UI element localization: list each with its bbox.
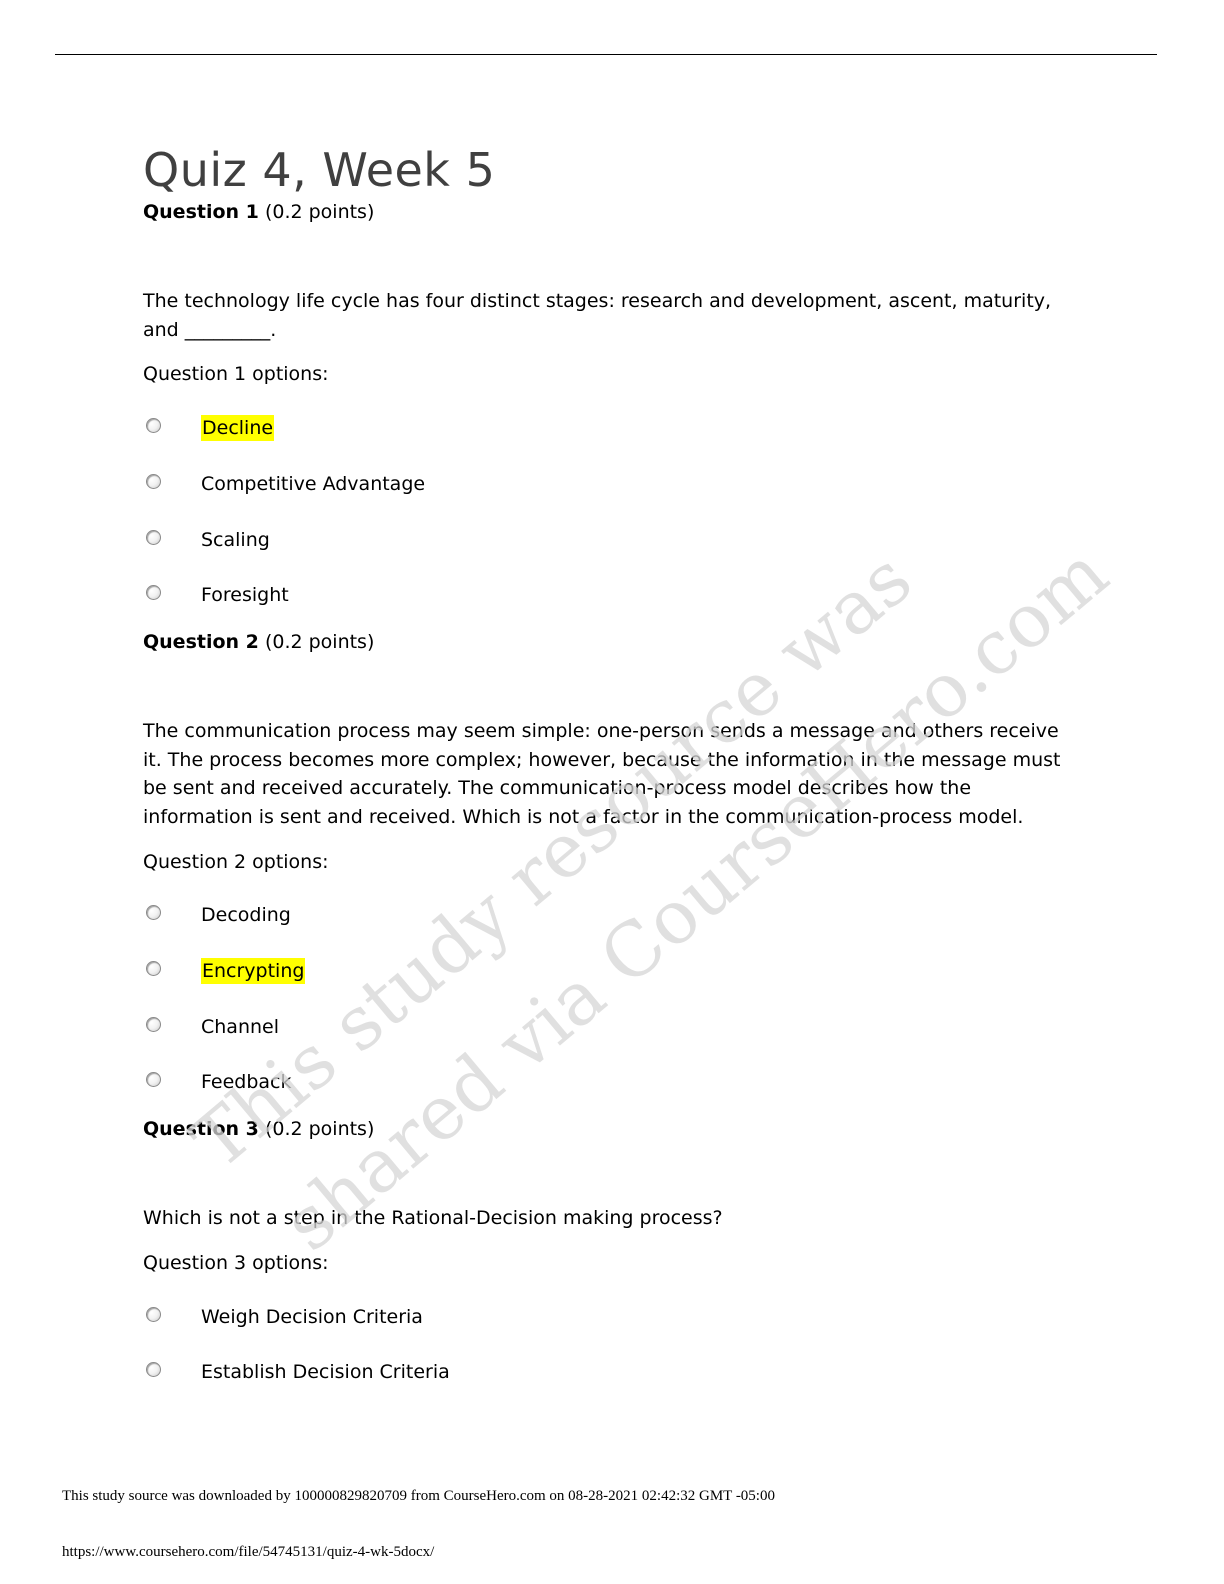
radio-button-icon[interactable]	[146, 1071, 161, 1087]
question-1-prompt: The technology life cycle has four disti…	[143, 290, 1052, 341]
question-1-label: Question 1	[143, 201, 259, 223]
question-3-prompt: Which is not a step in the Rational-Deci…	[143, 1207, 723, 1229]
question-3-options-label: Question 3 options:	[143, 1252, 329, 1274]
footer-url[interactable]: https://www.coursehero.com/file/54745131…	[62, 1544, 435, 1560]
radio-button-icon[interactable]	[146, 473, 161, 489]
question-2-options-label: Question 2 options:	[143, 851, 329, 873]
option-label: Foresight	[201, 584, 289, 606]
radio-button-icon[interactable]	[146, 1306, 161, 1322]
question-3-points: (0.2 points)	[264, 1118, 375, 1140]
radio-button-icon[interactable]	[146, 960, 161, 976]
question-1-option-1[interactable]: Decline	[146, 414, 275, 442]
question-3-option-1[interactable]: Weigh Decision Criteria	[146, 1303, 423, 1331]
option-label: Encrypting	[201, 958, 306, 984]
question-1-options-label: Question 1 options:	[143, 363, 329, 385]
question-1-points: (0.2 points)	[264, 201, 375, 223]
question-1-option-4[interactable]: Foresight	[146, 581, 289, 609]
question-3-heading: Question 3 (0.2 points)	[143, 1115, 374, 1144]
radio-button-icon[interactable]	[146, 417, 161, 433]
radio-button-icon[interactable]	[146, 1016, 161, 1032]
radio-button-icon[interactable]	[146, 529, 161, 545]
question-1-heading: Question 1 (0.2 points)	[143, 198, 374, 227]
option-label: Decline	[201, 415, 275, 441]
watermark-line-2: shared via CourseHero.com	[268, 530, 1124, 1268]
option-label: Feedback	[201, 1071, 292, 1093]
question-2-option-4[interactable]: Feedback	[146, 1068, 291, 1096]
question-2-prompt: The communication process may seem simpl…	[143, 720, 1061, 828]
question-3-option-2[interactable]: Establish Decision Criteria	[146, 1358, 450, 1386]
question-3-label: Question 3	[143, 1118, 259, 1140]
question-2-option-3[interactable]: Channel	[146, 1013, 279, 1041]
question-1-option-2[interactable]: Competitive Advantage	[146, 470, 425, 498]
radio-button-icon[interactable]	[146, 1361, 161, 1377]
option-label: Scaling	[201, 529, 270, 551]
radio-button-icon[interactable]	[146, 904, 161, 920]
option-label: Weigh Decision Criteria	[201, 1306, 423, 1328]
footer-source-line: This study source was downloaded by 1000…	[62, 1488, 775, 1504]
radio-button-icon[interactable]	[146, 584, 161, 600]
option-label: Decoding	[201, 904, 291, 926]
option-label: Establish Decision Criteria	[201, 1361, 450, 1383]
page-title: Quiz 4, Week 5	[143, 143, 496, 197]
question-2-heading: Question 2 (0.2 points)	[143, 628, 374, 657]
option-label: Channel	[201, 1016, 280, 1038]
option-label: Competitive Advantage	[201, 473, 426, 495]
question-2-label: Question 2	[143, 631, 259, 653]
header-rule	[55, 54, 1157, 55]
question-2-option-1[interactable]: Decoding	[146, 901, 291, 929]
question-2-points: (0.2 points)	[264, 631, 375, 653]
question-1-option-3[interactable]: Scaling	[146, 526, 270, 554]
question-2-option-2[interactable]: Encrypting	[146, 957, 306, 985]
